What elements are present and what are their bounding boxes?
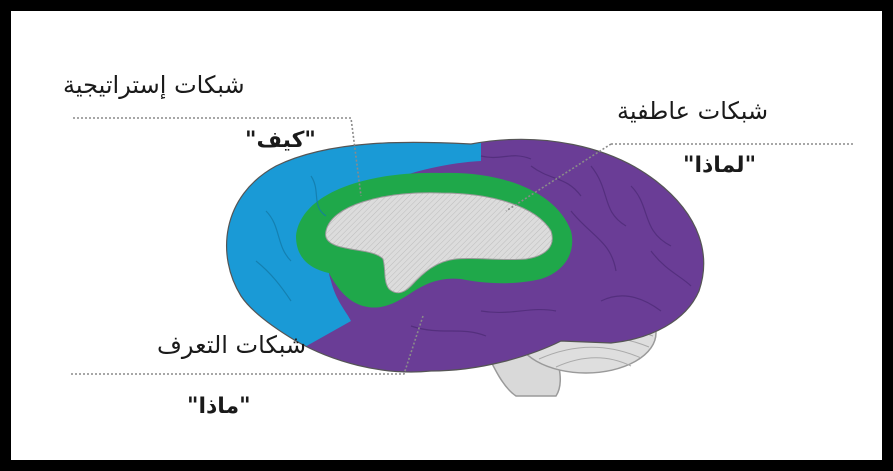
strategic-network-subtitle: "كيف" xyxy=(245,128,316,153)
affective-network-subtitle: "لماذا" xyxy=(683,153,756,178)
strategic-network-title: شبكات إستراتيجية xyxy=(63,71,245,99)
recognition-network-title: شبكات التعرف xyxy=(157,331,306,359)
diagram-frame: شبكات إستراتيجية "كيف" شبكات عاطفية "لما… xyxy=(11,11,882,460)
recognition-network-subtitle: "ماذا" xyxy=(187,394,251,419)
affective-network-title: شبكات عاطفية xyxy=(617,97,768,125)
